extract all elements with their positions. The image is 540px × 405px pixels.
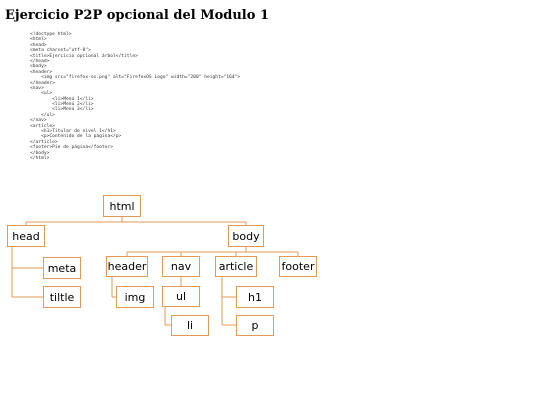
- tree-node-article: article: [215, 256, 257, 277]
- tree-node-tiltle: tiltle: [43, 286, 81, 308]
- code-line: <article>: [30, 123, 55, 129]
- code-line: <h1>Titular de nivel 1</h1>: [30, 129, 116, 135]
- tree-node-footer: footer: [279, 256, 317, 277]
- tree-node-html: html: [103, 195, 141, 217]
- code-line: <head>: [30, 42, 47, 48]
- code-line: <body>: [30, 64, 47, 70]
- tree-node-header: header: [106, 256, 148, 277]
- tree-node-h1: h1: [236, 286, 274, 308]
- code-line: <footer>Pie de página</footer>: [30, 145, 113, 151]
- tree-node-body: body: [228, 225, 264, 247]
- tree-node-head: head: [7, 225, 45, 247]
- code-line: <html>: [30, 37, 47, 43]
- code-line: </html>: [30, 155, 50, 161]
- tree-node-meta: meta: [43, 257, 81, 279]
- code-line: <li>Menú 1</li>: [30, 96, 94, 102]
- code-line: <li>Menú 2</li>: [30, 102, 94, 108]
- code-line: </body>: [30, 150, 50, 156]
- code-line: </nav>: [30, 118, 47, 124]
- code-line: </header>: [30, 80, 55, 86]
- code-line: <!doctype html>: [30, 32, 72, 37]
- code-line: <title>Ejercicio opcional árbol</title>: [30, 53, 138, 59]
- code-line: </ul>: [30, 112, 55, 118]
- tree-node-li: li: [171, 315, 209, 336]
- code-line: <header>: [30, 69, 53, 75]
- page-title: Ejercicio P2P opcional del Modulo 1: [5, 8, 269, 23]
- tree-node-ul: ul: [162, 286, 200, 307]
- code-line: <img src="firefox-os.png" alt="FirefoxOS…: [30, 75, 241, 81]
- tree-node-nav: nav: [162, 256, 200, 277]
- tree-node-img: img: [116, 286, 154, 308]
- code-line: <li>Menú 3</li>: [30, 107, 94, 113]
- code-line: </article>: [30, 139, 58, 145]
- tree-node-p: p: [236, 315, 274, 336]
- code-block: <!doctype html> <html> <head> <meta char…: [30, 32, 240, 161]
- code-line: <p>Contenido de la página</p>: [30, 134, 122, 140]
- code-line: <ul>: [30, 91, 53, 97]
- code-line: <meta charset="utf-8">: [30, 48, 91, 54]
- code-line: </head>: [30, 58, 50, 64]
- code-line: <nav>: [30, 85, 44, 91]
